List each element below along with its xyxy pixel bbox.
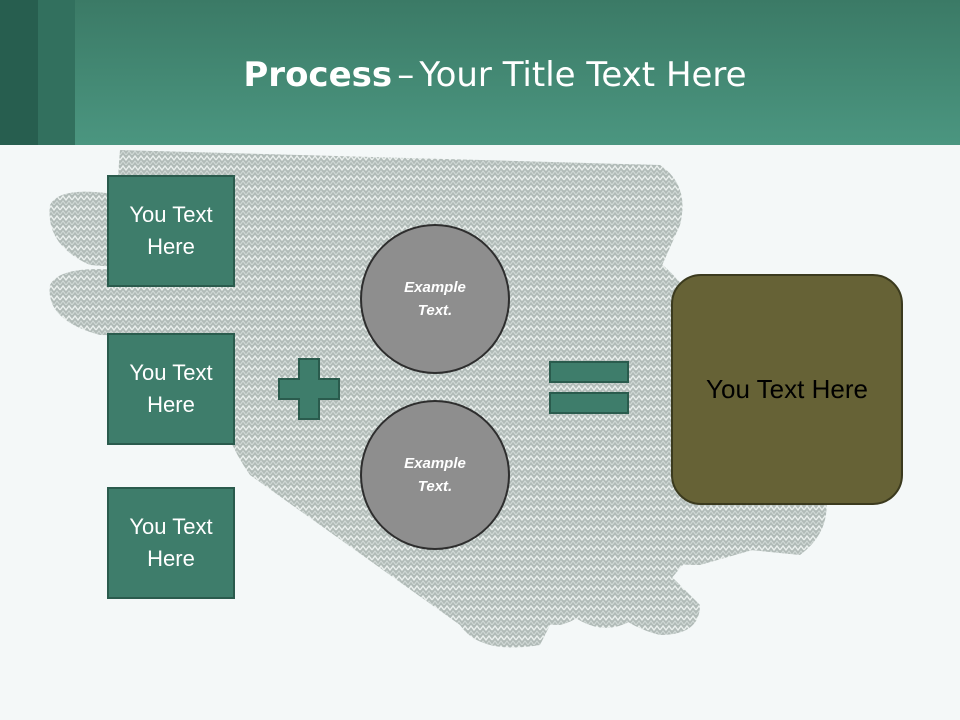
header-stripe-mid <box>38 0 75 145</box>
example-circle-2-label: Example Text. <box>404 455 466 495</box>
example-circle-1: Example Text. <box>360 224 510 374</box>
title-dash: – <box>397 55 415 95</box>
result-box: You Text Here <box>671 274 903 505</box>
input-box-1-label: You Text Here <box>129 202 213 259</box>
header-bar <box>0 0 960 145</box>
input-box-3-label: You Text Here <box>129 514 213 571</box>
title-bold: Process <box>243 55 393 95</box>
example-circle-1-label: Example Text. <box>404 279 466 319</box>
input-box-2-label: You Text Here <box>129 360 213 417</box>
example-circle-2: Example Text. <box>360 400 510 550</box>
equals-icon <box>549 361 629 414</box>
slide-title: Process–Your Title Text Here <box>0 50 960 100</box>
result-box-label: You Text Here <box>706 374 868 404</box>
plus-icon <box>278 358 340 420</box>
header-stripe-dark <box>0 0 38 145</box>
title-rest: Your Title Text Here <box>419 55 747 95</box>
input-box-2: You Text Here <box>107 333 235 445</box>
input-box-1: You Text Here <box>107 175 235 287</box>
input-box-3: You Text Here <box>107 487 235 599</box>
